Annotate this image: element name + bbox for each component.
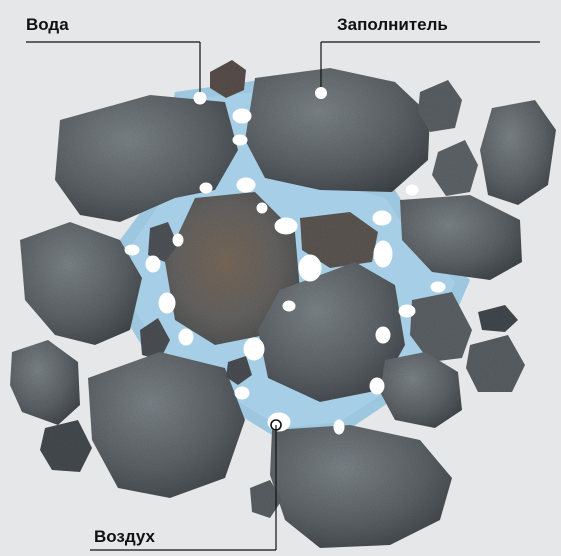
label-air: Воздух (94, 527, 155, 547)
stone (10, 340, 80, 425)
air-bubble (237, 178, 255, 192)
air-bubble (283, 301, 295, 311)
air-bubble (244, 338, 264, 360)
air-bubble (374, 241, 392, 267)
air-bubble (233, 135, 247, 145)
air-bubble (257, 203, 267, 213)
air-bubble (125, 245, 139, 255)
air-bubble (299, 255, 321, 281)
air-bubble (370, 378, 384, 394)
stone (380, 352, 462, 428)
air-bubble (200, 183, 212, 193)
air-bubble (233, 109, 251, 123)
stone (245, 68, 430, 192)
stone (88, 352, 245, 498)
air-bubble (376, 327, 390, 343)
stone (40, 420, 92, 472)
stone (480, 100, 556, 205)
air-bubble (334, 420, 344, 434)
air-bubble (173, 234, 183, 246)
air-bubble (275, 218, 297, 234)
air-bubble (235, 387, 249, 399)
stone (478, 305, 518, 332)
air-bubble (431, 282, 445, 292)
air-bubble (179, 329, 193, 345)
label-aggregate: Заполнитель (337, 15, 448, 35)
air-bubble (146, 256, 160, 272)
label-water: Вода (26, 15, 69, 35)
stone (466, 335, 525, 392)
air-bubble (406, 185, 418, 195)
stone (432, 140, 478, 196)
air-bubble (373, 211, 391, 225)
air-bubble (399, 305, 415, 317)
air-bubble (159, 293, 175, 313)
stone (270, 425, 452, 548)
